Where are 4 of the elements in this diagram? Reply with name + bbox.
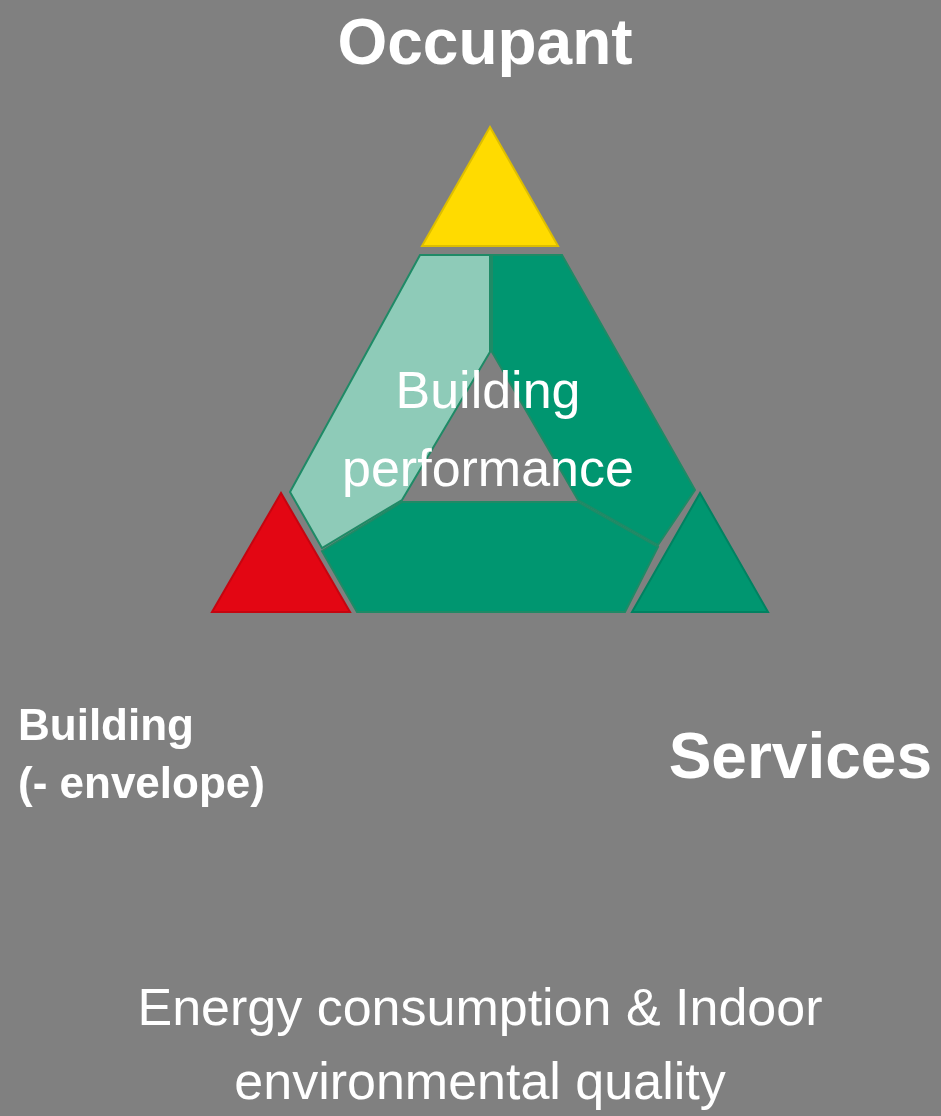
vertex-label: Services (667, 719, 932, 794)
outcome-text: Energy consumption & Indoor environmental quality (136, 977, 824, 1112)
vertex-label: Occupant (336, 5, 634, 80)
vertex-label: Building (- envelope) (18, 699, 266, 809)
